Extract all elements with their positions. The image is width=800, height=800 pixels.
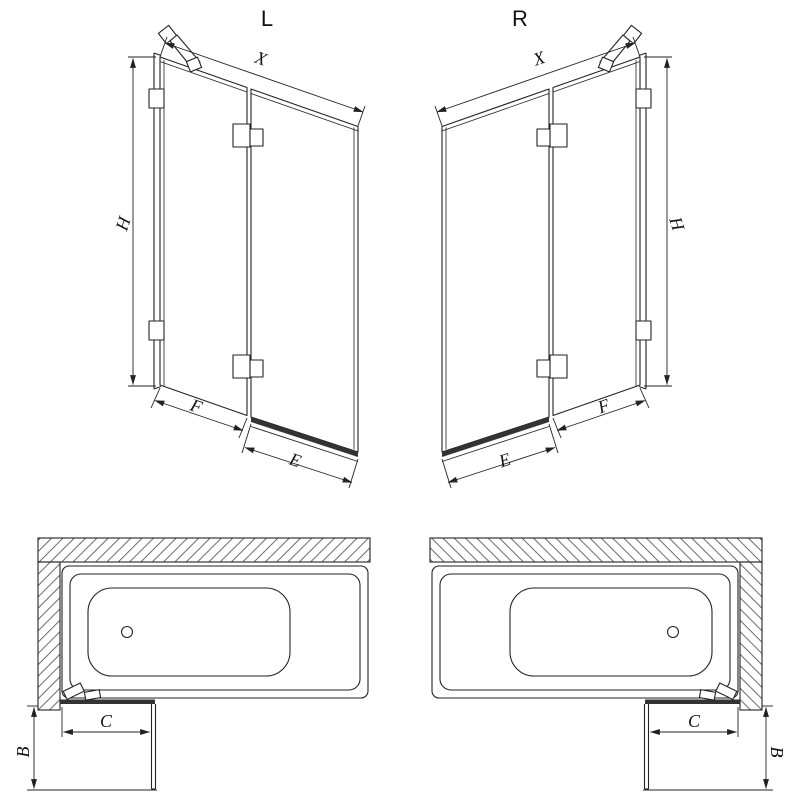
dim-label-f-right: F (594, 394, 613, 417)
elevation-right-geometry (435, 25, 672, 488)
dim-label-h-right: H (665, 213, 689, 233)
dim-label-h-left: H (111, 213, 135, 233)
variant-label-right: R (512, 6, 528, 31)
dim-label-c-left: C (100, 711, 113, 731)
dim-label-b-left: B (13, 747, 33, 758)
dim-label-e-right: E (495, 449, 513, 472)
dim-label-x-left: X (252, 47, 271, 70)
plan-right-geometry (430, 538, 773, 790)
variant-label-left: L (261, 6, 273, 31)
dim-label-c-right: C (688, 711, 701, 731)
plan-left: C B (13, 538, 370, 790)
dim-label-b-right: B (767, 747, 787, 758)
dim-label-f-left: F (187, 394, 206, 417)
dim-label-e-left: E (286, 449, 304, 472)
dim-label-x-right: X (530, 47, 549, 70)
plan-left-geometry (27, 538, 370, 790)
elevation-left: L X H F E (111, 6, 365, 488)
elevation-left-geometry (128, 25, 365, 488)
plan-right: C B (430, 538, 787, 790)
elevation-right: R X H F E (435, 6, 689, 488)
